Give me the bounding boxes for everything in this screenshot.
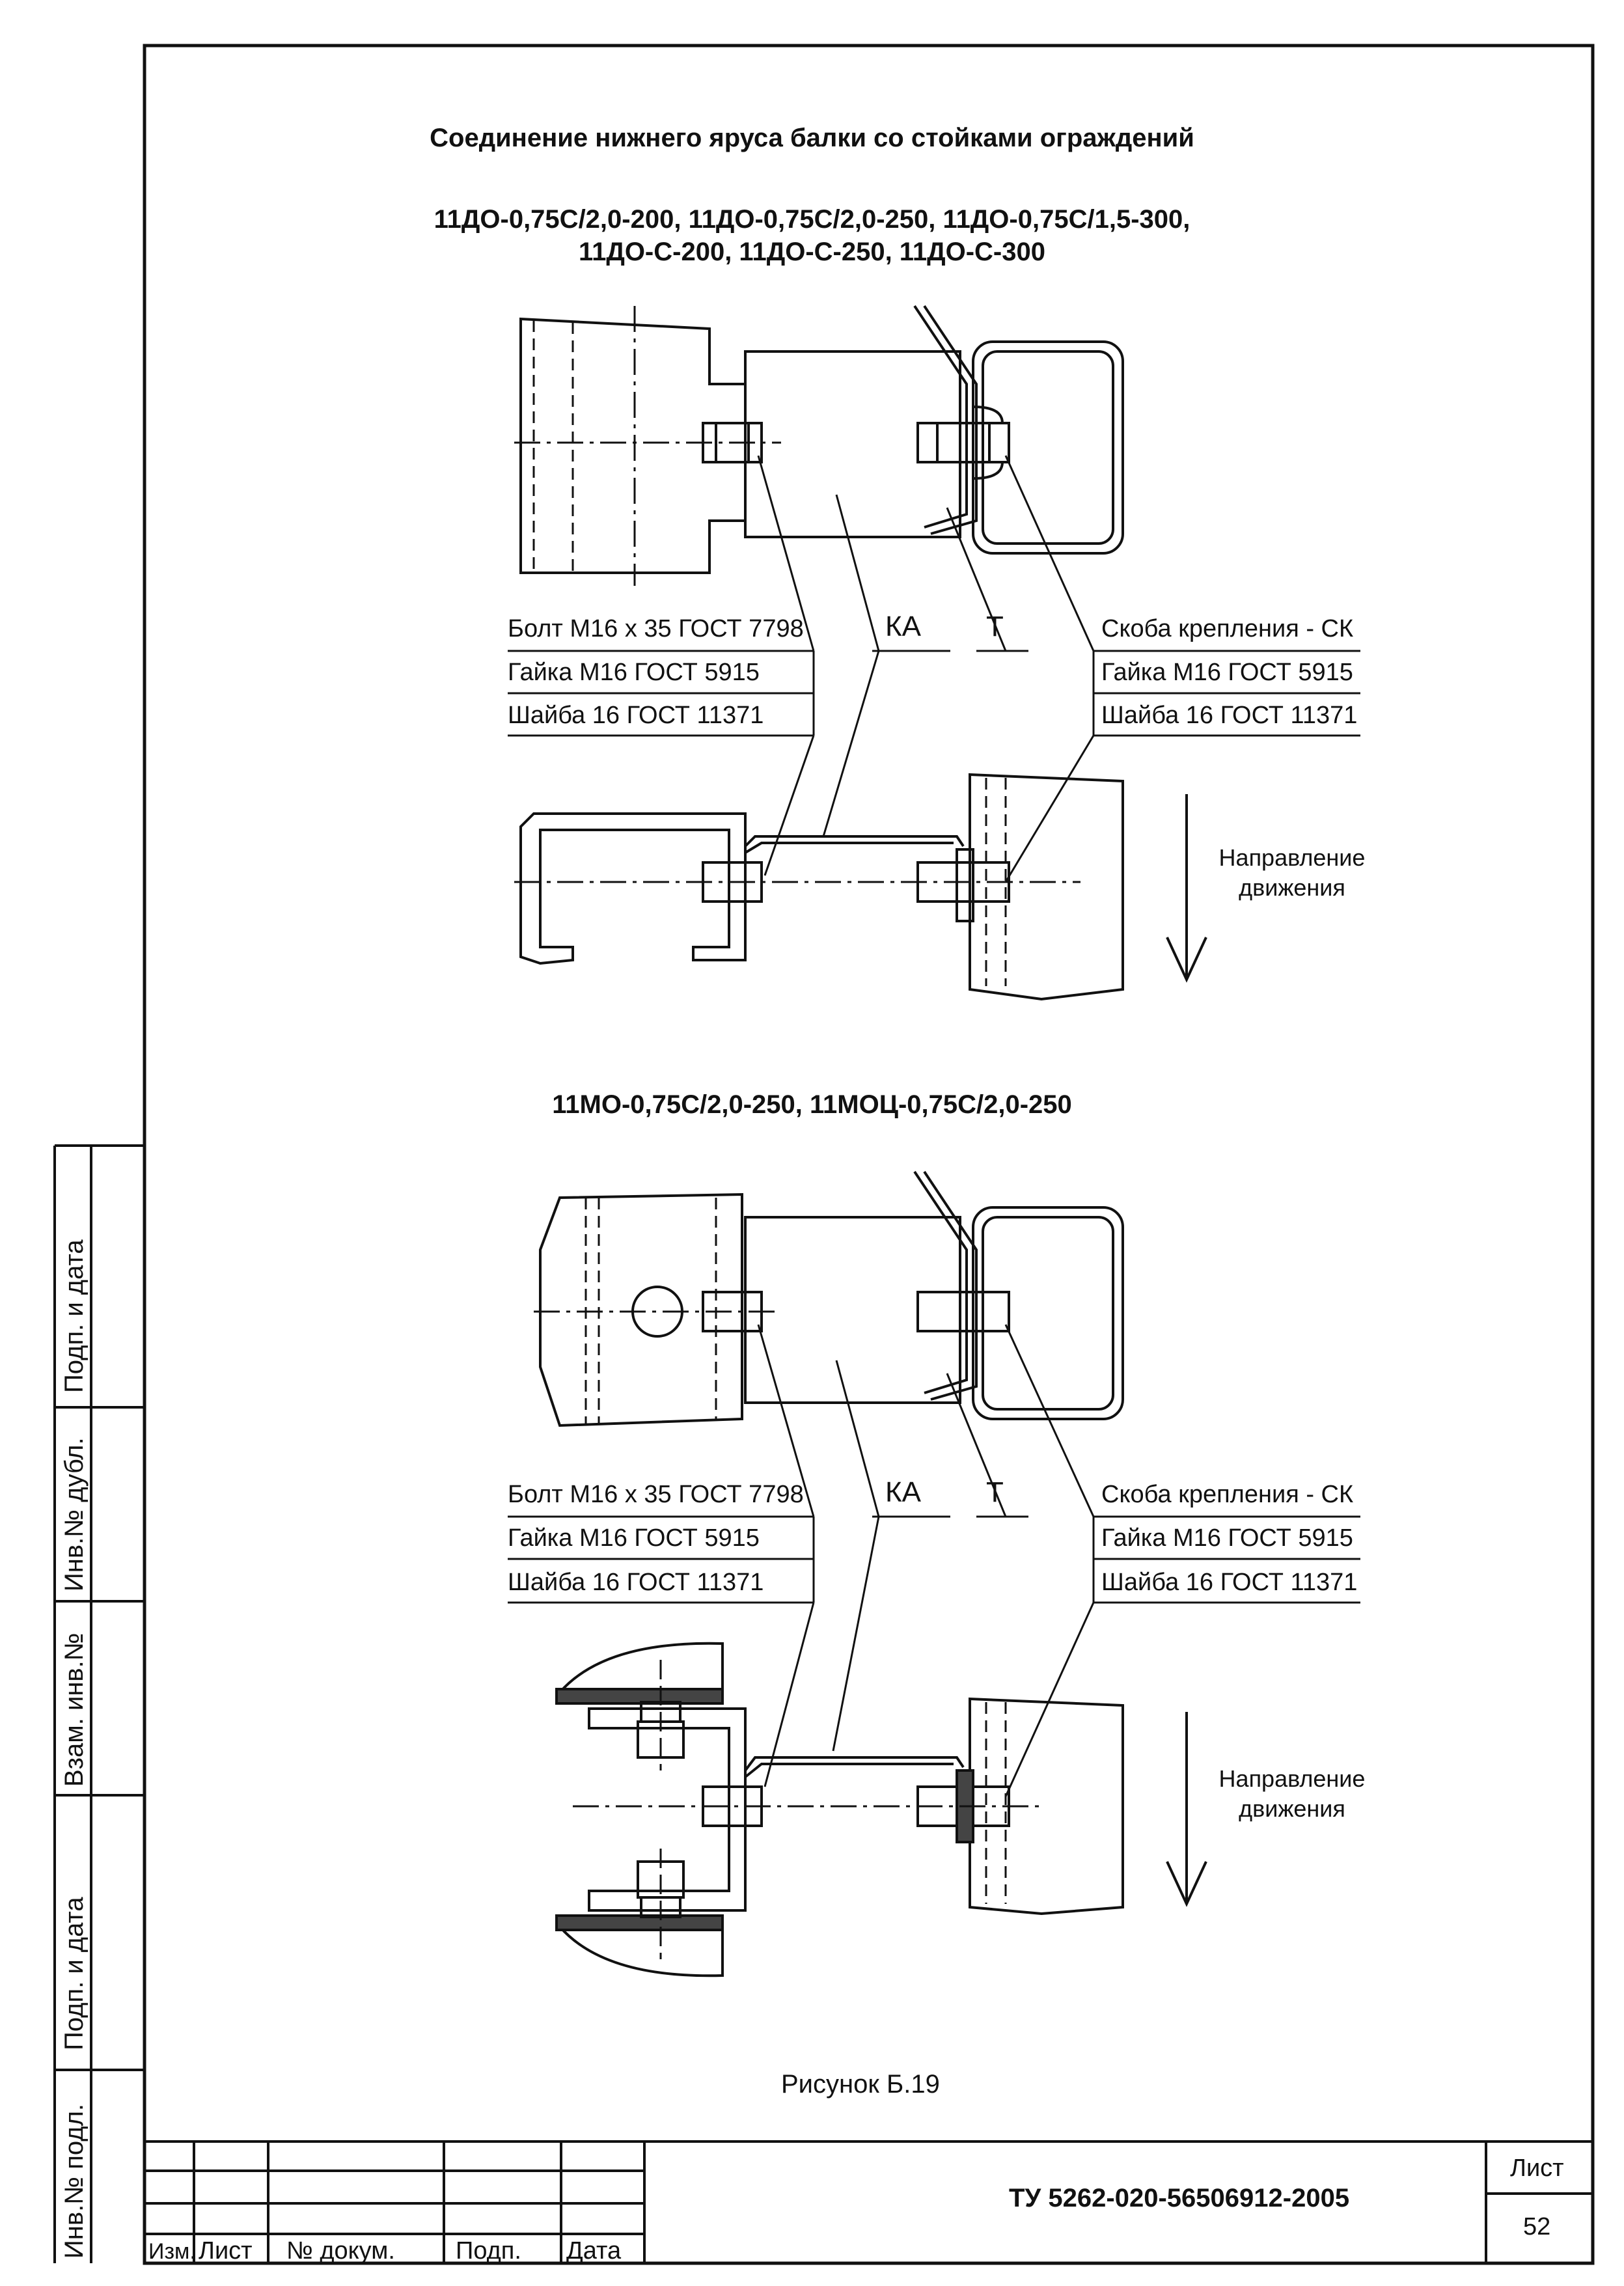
section2-label-lines bbox=[508, 1515, 1360, 1797]
section1-label-nut-left: Гайка М16 ГОСТ 5915 bbox=[508, 659, 760, 686]
section1-label-lines bbox=[508, 650, 1360, 883]
section1-label-nut-right: Гайка М16 ГОСТ 5915 bbox=[1101, 659, 1353, 686]
tb-list: Лист bbox=[199, 2237, 253, 2265]
tb-document-code: ТУ 5262-020-56506912-2005 bbox=[1009, 2184, 1350, 2212]
side-stamp-podp-data-bottom: Подп. и дата bbox=[60, 1897, 89, 2050]
section1-models-line1: 11ДО-0,75С/2,0-200, 11ДО-0,75С/2,0-250, … bbox=[434, 205, 1190, 234]
section2-label-washer-left: Шайба 16 ГОСТ 11371 bbox=[508, 1569, 764, 1596]
section2-label-washer-right: Шайба 16 ГОСТ 11371 bbox=[1101, 1569, 1358, 1596]
section2-label-bracket: Скоба крепления - СК bbox=[1101, 1481, 1354, 1508]
section2-direction-label: Направление движения bbox=[1207, 1764, 1377, 1824]
title-block-grid bbox=[145, 2140, 1593, 2263]
tb-nom-dokum: № докум. bbox=[286, 2237, 395, 2265]
section1-label-ka: КА bbox=[885, 611, 921, 642]
section1-label-washer-right: Шайба 16 ГОСТ 11371 bbox=[1101, 702, 1358, 729]
section2-models-line1: 11МО-0,75С/2,0-250, 11МОЦ-0,75С/2,0-250 bbox=[552, 1090, 1072, 1119]
section2-bottom-view bbox=[555, 1642, 1207, 1977]
side-stamp-grid bbox=[53, 1144, 145, 2263]
frame-border bbox=[143, 44, 1595, 2265]
section1-top-bolt-right bbox=[916, 406, 1010, 480]
section2-direction-line2: движения bbox=[1239, 1795, 1345, 1822]
tb-sheet-label: Лист bbox=[1510, 2155, 1564, 2182]
section1-label-bolt: Болт М16 х 35 ГОСТ 7798 bbox=[508, 615, 804, 642]
section1-top-view bbox=[514, 305, 1124, 652]
side-stamp-inv-dubl: Инв.№ дубл. bbox=[60, 1437, 89, 1591]
section1-bottom-view bbox=[514, 773, 1207, 1001]
side-stamp-inv-podl: Инв.№ подл. bbox=[60, 2103, 89, 2259]
section1-label-washer-left: Шайба 16 ГОСТ 11371 bbox=[508, 702, 764, 729]
side-stamp-vzam-inv: Взам. инв.№ bbox=[60, 1632, 89, 1787]
tb-izm: Изм. bbox=[148, 2239, 196, 2264]
section2-label-nut-left: Гайка М16 ГОСТ 5915 bbox=[508, 1524, 760, 1552]
tb-data: Дата bbox=[566, 2237, 622, 2265]
tb-podp: Подп. bbox=[456, 2237, 521, 2265]
section2-label-t: Т bbox=[986, 1476, 1004, 1508]
section1-label-t: Т bbox=[986, 611, 1004, 642]
side-stamp-podp-data-top: Подп. и дата bbox=[60, 1239, 89, 1393]
page-title: Соединение нижнего яруса балки со стойка… bbox=[430, 124, 1194, 152]
tb-sheet-number: 52 bbox=[1523, 2213, 1551, 2240]
section1-models-line2: 11ДО-С-200, 11ДО-С-250, 11ДО-С-300 bbox=[579, 238, 1045, 266]
section1-top-bolt-left bbox=[514, 422, 781, 463]
section2-label-nut-right: Гайка М16 ГОСТ 5915 bbox=[1101, 1524, 1353, 1552]
section1-direction-label: Направление движения bbox=[1207, 843, 1377, 903]
section2-label-ka: КА bbox=[885, 1476, 921, 1508]
section1-label-bracket: Скоба крепления - СК bbox=[1101, 615, 1354, 642]
section2-label-bolt: Болт М16 х 35 ГОСТ 7798 bbox=[508, 1481, 804, 1508]
section2-direction-line1: Направление bbox=[1218, 1765, 1366, 1792]
section1-direction-line1: Направление bbox=[1218, 844, 1366, 871]
section1-direction-line2: движения bbox=[1239, 874, 1345, 901]
figure-caption: Рисунок Б.19 bbox=[781, 2070, 940, 2099]
section2-top-view bbox=[534, 1170, 1124, 1517]
